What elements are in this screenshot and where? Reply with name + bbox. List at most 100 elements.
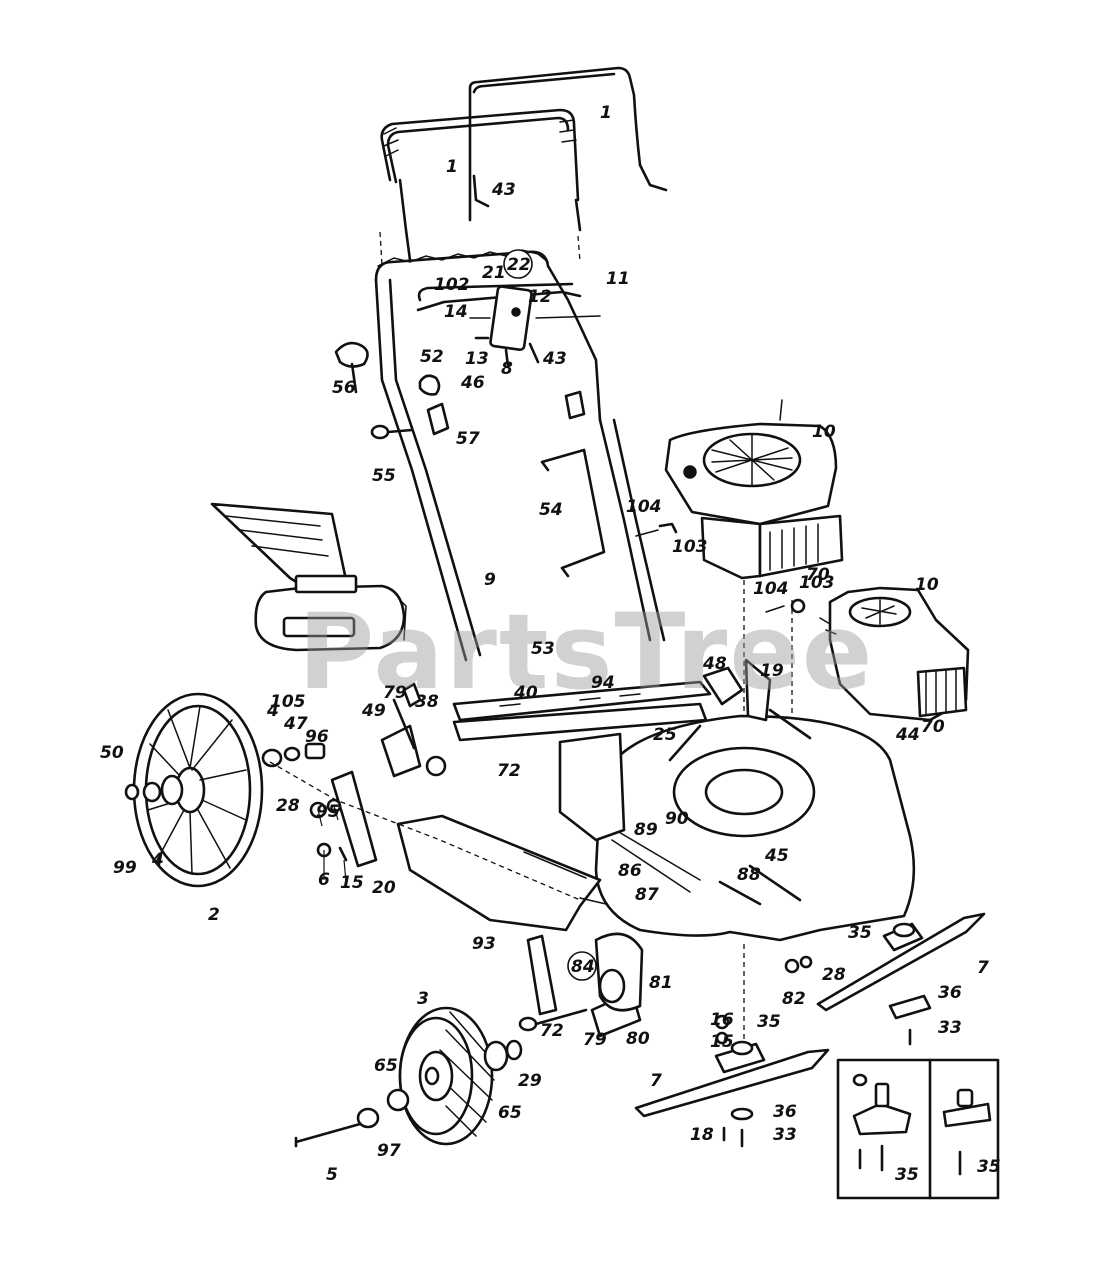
- front-baffle: [558, 732, 626, 842]
- callout-44: 44: [895, 725, 920, 745]
- callout-21: 21: [482, 263, 506, 283]
- callout-6: 6: [318, 870, 330, 890]
- callout-97: 97: [377, 1141, 401, 1161]
- callout-86: 86: [618, 861, 642, 881]
- callout-57: 57: [456, 429, 480, 449]
- callout-84: 84: [571, 957, 595, 977]
- handle-brackets-57: [426, 390, 586, 436]
- callout-22: 22: [507, 255, 531, 275]
- callout-28: 28: [276, 796, 300, 816]
- callout-4: 4: [266, 701, 279, 721]
- callout-52: 52: [420, 347, 444, 367]
- callout-8: 8: [501, 359, 513, 379]
- wing-nut-46: [418, 374, 441, 396]
- callout-circle-84: [567, 951, 597, 981]
- callout-50: 50: [100, 743, 124, 763]
- engine-bolt-104b: [765, 605, 785, 613]
- callout-10: 10: [812, 422, 836, 442]
- callout-49: 49: [361, 701, 386, 721]
- callout-47: 47: [283, 714, 308, 734]
- height-adjust-bar: [452, 658, 772, 742]
- callout-3: 3: [417, 989, 429, 1009]
- callout-105: 105: [270, 692, 306, 712]
- callout-9: 9: [484, 570, 496, 590]
- callout-16: 16: [710, 1010, 734, 1030]
- callout-40: 40: [513, 683, 538, 703]
- callout-70: 70: [806, 565, 830, 585]
- callout-19: 19: [760, 661, 784, 681]
- callout-2: 2: [208, 905, 220, 925]
- callout-11: 11: [606, 269, 630, 289]
- callout-circle-22: [503, 249, 533, 279]
- engine-10-top: [664, 399, 844, 580]
- leader-line-handle-1: [379, 231, 581, 266]
- control-lever-assembly: [469, 285, 601, 368]
- engine-bolt-104a: [635, 529, 659, 537]
- control-cable-54: [540, 448, 606, 578]
- callout-18: 18: [690, 1125, 714, 1145]
- blade-adapter-inset: [836, 1058, 1000, 1200]
- callout-103: 103: [672, 537, 708, 557]
- callout-35: 35: [895, 1165, 919, 1185]
- engine-spacer-103a: [658, 522, 678, 534]
- callout-43: 43: [491, 180, 516, 200]
- front-axle-bolt: [294, 1122, 362, 1148]
- watermark: PartsTree: [298, 591, 874, 713]
- callout-33: 33: [938, 1018, 962, 1038]
- callout-33: 33: [773, 1125, 797, 1145]
- callout-36: 36: [938, 983, 962, 1003]
- height-adjuster-left: [330, 682, 447, 868]
- rear-axle-hardware: [261, 742, 581, 901]
- callout-10: 10: [915, 575, 939, 595]
- rear-wheel: [124, 692, 264, 888]
- upper-handle-front-grip: [380, 108, 582, 262]
- callout-65: 65: [498, 1103, 522, 1123]
- callout-55: 55: [372, 466, 396, 486]
- callout-35: 35: [848, 923, 872, 943]
- callout-82: 82: [782, 989, 806, 1009]
- rear-flap-arrow: [579, 897, 607, 905]
- callout-36: 36: [773, 1102, 797, 1122]
- callout-81: 81: [649, 973, 673, 993]
- engine-spacer-103b: [790, 598, 806, 614]
- callout-13: 13: [465, 349, 489, 369]
- nut-28: [799, 955, 813, 969]
- callout-5: 5: [326, 1165, 338, 1185]
- callout-43: 43: [542, 349, 567, 369]
- callout-99: 99: [113, 858, 137, 878]
- callout-65: 65: [374, 1056, 398, 1076]
- washer-82: [784, 958, 800, 974]
- blade-upper-right: [816, 912, 986, 1046]
- callout-54: 54: [539, 500, 563, 520]
- callout-95: 95: [316, 802, 340, 822]
- height-adjuster-front: [518, 932, 644, 1038]
- engine-10-side: [819, 586, 970, 722]
- callout-88: 88: [737, 865, 761, 885]
- upper-handle-rear: [468, 66, 668, 222]
- callout-15: 15: [710, 1032, 734, 1052]
- callout-102: 102: [434, 275, 470, 295]
- callout-103: 103: [799, 573, 835, 593]
- handle-knob-56: [334, 341, 369, 394]
- rear-discharge-chute: [210, 502, 407, 652]
- callout-89: 89: [634, 820, 658, 840]
- callout-72: 72: [540, 1021, 564, 1041]
- callout-7: 7: [650, 1071, 662, 1091]
- callout-87: 87: [635, 885, 659, 905]
- callout-93: 93: [472, 934, 496, 954]
- callout-48: 48: [702, 654, 727, 674]
- callout-28: 28: [822, 965, 846, 985]
- callout-12: 12: [528, 287, 552, 307]
- callout-14: 14: [444, 302, 468, 322]
- callout-79: 79: [383, 683, 407, 703]
- callout-29: 29: [518, 1071, 542, 1091]
- callout-1: 1: [600, 103, 612, 123]
- callout-45: 45: [764, 846, 789, 866]
- carriage-bolt-55: [370, 424, 414, 440]
- callout-104: 104: [626, 497, 662, 517]
- callout-90: 90: [665, 809, 689, 829]
- callout-56: 56: [332, 378, 356, 398]
- callout-96: 96: [305, 727, 329, 747]
- blade-lower: [634, 1014, 830, 1148]
